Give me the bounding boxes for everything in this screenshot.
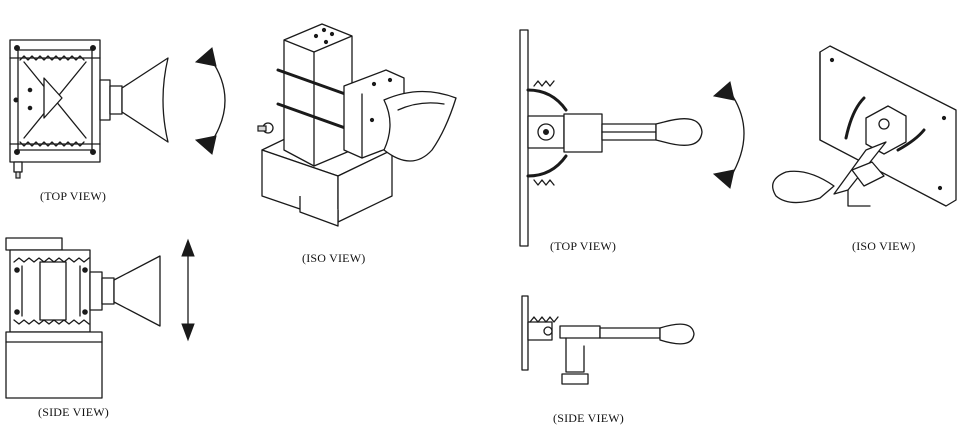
right-top-view-drawing bbox=[519, 29, 745, 247]
caption-right-side-view: (SIDE VIEW) bbox=[553, 411, 624, 425]
right-iso-view-drawing bbox=[772, 45, 957, 207]
caption-left-top-view: (TOP VIEW) bbox=[40, 189, 107, 203]
caption-left-side-view: (SIDE VIEW) bbox=[38, 405, 109, 419]
left-side-view-drawing bbox=[5, 237, 195, 399]
caption-right-top-view: (TOP VIEW) bbox=[550, 239, 617, 253]
right-side-view-drawing bbox=[521, 295, 695, 385]
left-top-view-drawing bbox=[9, 39, 226, 179]
caption-left-iso-view: (ISO VIEW) bbox=[302, 251, 366, 265]
caption-right-iso-view: (ISO VIEW) bbox=[852, 239, 916, 253]
left-iso-view-drawing bbox=[257, 23, 457, 227]
